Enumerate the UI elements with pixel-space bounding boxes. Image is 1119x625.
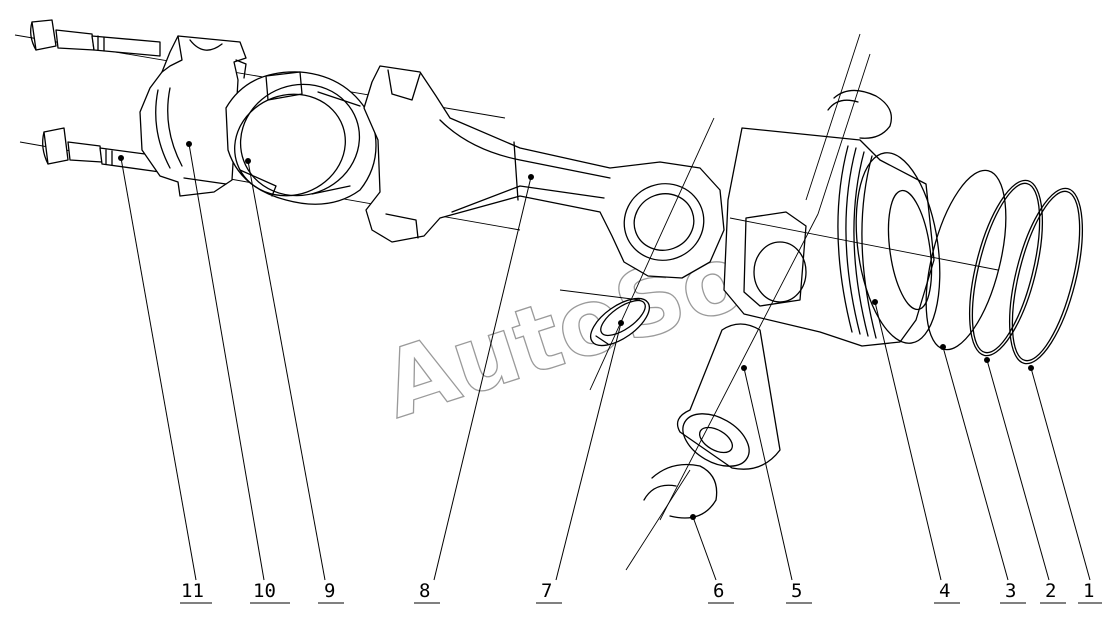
callout-8: 8	[419, 580, 430, 602]
piston-rings	[925, 169, 1084, 371]
callout-labels: 11 10 9 8 7 6 5 4 3 2 1	[181, 580, 1094, 602]
callout-9: 9	[324, 580, 335, 602]
callout-1: 1	[1083, 580, 1094, 602]
connecting-rod	[363, 65, 725, 279]
callout-6: 6	[713, 580, 724, 602]
bearing-shells	[225, 71, 377, 205]
callout-10: 10	[253, 580, 276, 602]
callout-7: 7	[541, 580, 552, 602]
callout-3: 3	[1005, 580, 1016, 602]
piston	[723, 127, 999, 347]
leader-lines	[120, 143, 1102, 604]
callout-5: 5	[791, 580, 802, 602]
callout-2: 2	[1045, 580, 1056, 602]
connecting-rod-cap	[139, 35, 247, 197]
callout-4: 4	[939, 580, 950, 602]
snap-ring-upper	[805, 33, 893, 215]
callout-11: 11	[181, 580, 204, 602]
snap-ring-lower	[625, 463, 718, 571]
piston-pin	[659, 213, 819, 521]
